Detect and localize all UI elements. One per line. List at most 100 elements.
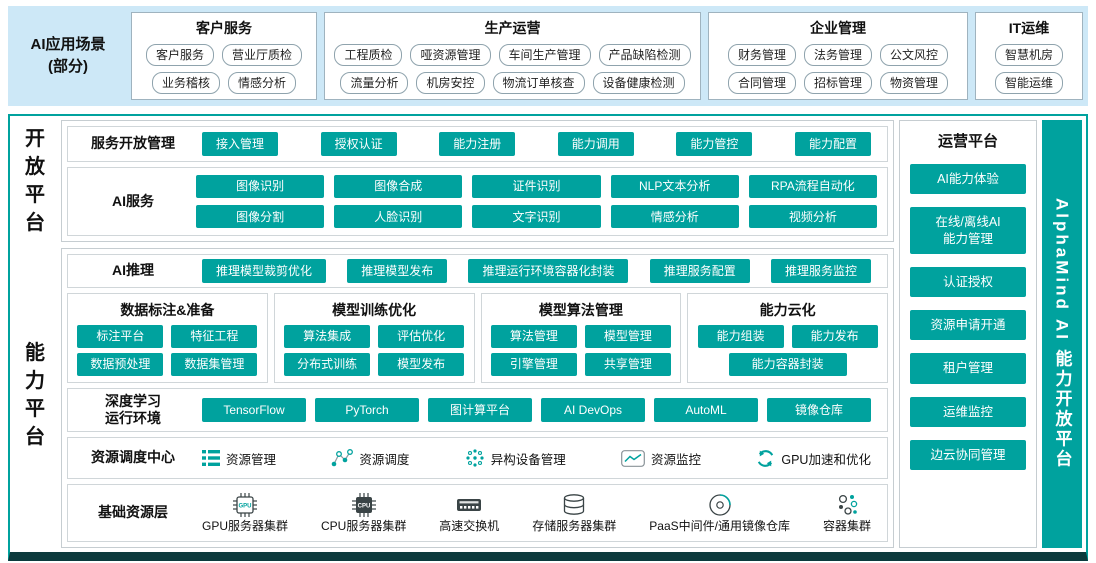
quad-capability-cloud: 能力云化 能力组装 能力发布 能力容器封装 [687,293,888,383]
scenario-chip: 公文风控 [880,44,949,66]
quad-model-training: 模型训练优化 算法集成 评估优化 分布式训练 模型发布 [273,293,475,383]
scheduler-item-label: 资源管理 [226,452,277,467]
capability-button: 能力管控 [676,132,753,156]
operation-platform-panel: 运营平台 AI能力体验 在线/离线AI 能力管理 认证授权 资源申请开通 租户管… [899,120,1037,548]
capability-button: AI DevOps [541,397,645,423]
operation-button: 在线/离线AI 能力管理 [910,207,1026,254]
scheduler-item-label: 资源调度 [359,452,410,467]
container-cluster-icon [838,495,858,515]
scheduler-item-label: GPU加速和优化 [781,452,871,467]
capability-button: 人脸识别 [334,205,463,229]
button-strip: 接入管理 授权认证 能力注册 能力调用 能力管控 能力配置 [192,132,881,156]
ai-services-row: AI服务 图像识别 图像合成 证件识别 NLP文本分析 RPA流程自动化 图像分… [67,167,888,236]
capability-button: 分布式训练 [284,352,371,376]
service-open-mgmt-row: 服务开放管理 接入管理 授权认证 能力注册 能力调用 能力管控 能力配置 [67,126,888,162]
capability-platform-label: 能 力 平 台 [25,342,45,448]
scenario-chip: 财务管理 [727,44,796,66]
scenario-chip: 客户服务 [145,44,214,66]
scheduler-item: 资源管理 [202,449,276,468]
infrastructure-item: PaaS中间件/通用镜像仓库 [649,492,790,533]
capability-button: 接入管理 [202,132,279,156]
row-title: AI推理 [112,262,154,279]
capability-button: 能力调用 [557,132,634,156]
group-title: 生产运营 [484,20,541,36]
capability-button: TensorFlow [202,397,306,423]
scenario-chip: 智慧机房 [994,44,1063,66]
capability-button: 推理服务监控 [770,259,871,283]
scenario-chip: 设备健康检测 [592,72,685,94]
row-title: 深度学习 运行环境 [105,392,161,427]
scenario-chip: 业务稽核 [151,72,220,94]
infrastructure-item: CPU CPU服务器集群 [321,492,406,533]
capability-button: 算法集成 [284,324,371,348]
capability-button: AutoML [654,397,758,423]
scenario-chip: 合同管理 [727,72,796,94]
quad-model-algorithm: 模型算法管理 算法管理 模型管理 引擎管理 共享管理 [480,293,682,383]
capability-button: 能力容器封装 [728,352,847,376]
chip-row: 客户服务 营业厅质检 [136,44,312,66]
chip-row: 智慧机房 [980,44,1078,66]
operation-button: AI能力体验 [910,164,1026,195]
ai-application-scenarios-section: AI应用场景 (部分) 客户服务 客户服务 营业厅质检 业务稽核 情感分析 生产… [8,6,1088,106]
row-title: 资源调度中心 [91,449,175,466]
operation-button: 认证授权 [910,266,1026,297]
scenario-chip: 智能运维 [994,72,1063,94]
cpu-cluster-icon: CPU [351,493,376,518]
capability-button: 证件识别 [472,174,601,198]
capability-button: 标注平台 [77,324,164,348]
button-strip: TensorFlow PyTorch 图计算平台 AI DevOps AutoM… [192,397,881,423]
scheduler-items: 资源管理 资源调度 异构设备管理 资源监控 [192,448,881,468]
scenario-group-enterprise: 企业管理 财务管理 法务管理 公文风控 合同管理 招标管理 物资管理 [708,12,968,100]
button-grid: 图像识别 图像合成 证件识别 NLP文本分析 RPA流程自动化 图像分割 人脸识… [192,174,881,229]
scenario-chip: 产品缺陷检测 [598,44,691,66]
capability-button: 能力发布 [791,324,878,348]
capability-button: 推理运行环境容器化封装 [468,259,629,283]
scenario-chip: 招标管理 [803,72,872,94]
capability-button: 推理模型发布 [347,259,448,283]
quad-button-row: 引擎管理 共享管理 [486,352,677,376]
capability-button: 引擎管理 [490,352,577,376]
scheduler-item: 资源监控 [621,449,701,468]
chip-row: 财务管理 法务管理 公文风控 [713,44,963,66]
capability-button: 视频分析 [748,205,877,229]
chip-row: 业务稽核 情感分析 [136,72,312,94]
infrastructure-item: 容器集群 [823,492,871,533]
resource-scheduler-row: 资源调度中心 资源管理 资源调度 异构设备管理 [67,437,888,479]
capability-button: 图像识别 [196,174,325,198]
capability-button: 数据预处理 [77,352,164,376]
capability-button: PyTorch [315,397,419,423]
deep-learning-env-row: 深度学习 运行环境 TensorFlow PyTorch 图计算平台 AI De… [67,388,888,432]
infrastructure-item-label: GPU服务器集群 [202,519,289,534]
capability-button: 共享管理 [584,352,671,376]
quad-button-row: 标注平台 特征工程 [72,324,263,348]
scenario-chip: 物流订单核查 [492,72,585,94]
capability-button: 模型管理 [584,324,671,348]
scheduler-item-label: 资源监控 [651,452,702,467]
scenario-group-it-ops: IT运维 智慧机房 智能运维 [975,12,1083,100]
capability-button: 授权认证 [320,132,397,156]
scenario-chip: 营业厅质检 [222,44,303,66]
scenario-groups: 客户服务 客户服务 营业厅质检 业务稽核 情感分析 生产运营 工程质检 哑资源管… [131,12,1083,100]
infrastructure-item-label: 高速交换机 [439,519,500,534]
capability-button: 情感分析 [610,205,739,229]
quad-button-row: 能力容器封装 [692,352,883,376]
operation-button: 租户管理 [910,353,1026,384]
quad-button-row: 数据预处理 数据集管理 [72,352,263,376]
button-strip: 推理模型裁剪优化 推理模型发布 推理运行环境容器化封装 推理服务配置 推理服务监… [192,259,881,283]
row-title: 服务开放管理 [91,135,175,152]
chip-row: 智能运维 [980,72,1078,94]
capability-button: 文字识别 [472,205,601,229]
operation-platform-title: 运营平台 [937,133,998,150]
scheduler-item: 资源调度 [331,449,409,468]
capability-platform-panel: AI推理 推理模型裁剪优化 推理模型发布 推理运行环境容器化封装 推理服务配置 … [61,248,894,548]
chip-row: 合同管理 招标管理 物资管理 [713,72,963,94]
chip-row: 工程质检 哑资源管理 车间生产管理 产品缺陷检测 [329,44,696,66]
open-platform-panel: 服务开放管理 接入管理 授权认证 能力注册 能力调用 能力管控 能力配置 AI服… [61,120,894,242]
quad-button-row: 能力组装 能力发布 [692,324,883,348]
resource-scheduling-icon [332,449,354,467]
capability-button: 模型发布 [378,352,465,376]
capability-button: 能力配置 [794,132,871,156]
group-title: IT运维 [1008,20,1050,36]
scheduler-item: GPU加速和优化 [756,449,871,468]
